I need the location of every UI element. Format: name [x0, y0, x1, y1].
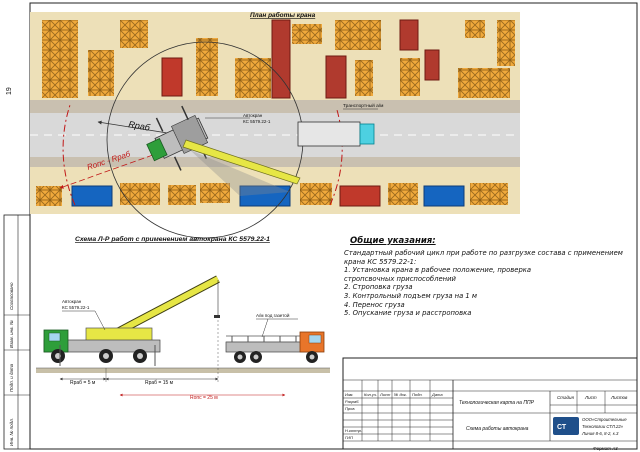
- org-logo: [553, 417, 579, 435]
- stamp-sheets-label: Листов: [610, 395, 628, 400]
- stamp-doc-title: Технологическая карта на ППР: [459, 400, 535, 406]
- dim-3-label: Rопс = 25 м: [190, 395, 218, 401]
- stamp-org-3: Линия 8-6, 8-2, к.3: [581, 431, 619, 436]
- stamp-header-4: № док.: [394, 392, 407, 397]
- stamp-header-5: Подп.: [412, 392, 423, 397]
- stamp-header-6: Дата: [431, 392, 443, 397]
- notes-line-1: 1. Установка крана в рабочее положение, …: [344, 266, 532, 275]
- dim-2-label: Rраб = 15 м: [145, 380, 174, 386]
- scheme-truck-label: А/м под газетой: [256, 312, 290, 318]
- scheme-title: Схема Л-Р работ с применением автокрана …: [75, 235, 270, 243]
- stamp-row-1: Разраб.: [345, 399, 359, 404]
- crane-scheme: Схема Л-Р работ с применением автокрана …: [36, 235, 330, 401]
- dim-1-label: Rраб = 5 м: [70, 380, 96, 386]
- scheme-crane-label-1: Автокран: [62, 299, 82, 304]
- side-stamp-replace: Взам. инв. №: [9, 320, 14, 348]
- stamp-header-3: Лист: [379, 392, 391, 397]
- margin-number: 19: [6, 87, 13, 95]
- notes-line-0: Стандартный рабочий цикл при работе по р…: [344, 249, 623, 266]
- scheme-crane-label-2: КС 5579.22-1: [62, 305, 90, 310]
- stamp-org-2: Технологии СТЛ.22»: [582, 424, 624, 429]
- stamp-sheet-label: Лист: [584, 395, 597, 400]
- notes-heading: Общие указания:: [350, 236, 436, 246]
- notes-line-6: 5. Опускание груза и расстроповка: [344, 309, 472, 318]
- notes-line-3: 2. Строповка груза: [344, 283, 413, 292]
- side-stamp-inventory: Инв. № подл.: [9, 418, 14, 446]
- plan-title: План работы крана: [250, 11, 316, 19]
- side-stamp-sign: Подп. и дата: [9, 363, 14, 392]
- svg-text:СТ: СТ: [557, 424, 567, 431]
- notes-line-5: 4. Перенос груза: [344, 300, 405, 309]
- notes-line-2: стропсвочных приспособлений: [344, 274, 456, 283]
- reach-label: Rраб: [128, 119, 152, 133]
- general-notes: Общие указания: Стандартный рабочий цикл…: [342, 236, 632, 318]
- stamp-format: Формат А3: [593, 446, 618, 451]
- stamp-row-2: Пров.: [345, 406, 356, 411]
- side-stamp: Согласовано Взам. инв. № Подп. и дата Ин…: [3, 214, 31, 450]
- stamp-stage-label: Стадия: [557, 395, 574, 400]
- stamp-org-1: ООО«Строительные: [582, 417, 627, 422]
- stamp-header-2: Кол.уч.: [364, 392, 377, 397]
- stamp-row-5: ГИП: [345, 435, 353, 440]
- plan-crane-label-1: Автокран: [243, 113, 263, 118]
- stamp-row-4: Н.контр.: [345, 428, 362, 433]
- plan-crane-label-2: КС 5579.22-1: [243, 119, 271, 124]
- title-block: Изм. Кол.уч. Лист № док. Подп. Дата Разр…: [342, 357, 638, 451]
- site-plan: Rраб Rопс - Rраб Автокран КС 5579.22-1 Т…: [30, 11, 520, 239]
- plan-truck-label: Транспортный а/м: [343, 102, 383, 109]
- scheme-crane: [43, 275, 220, 366]
- scheme-truck: [225, 331, 325, 363]
- notes-line-4: 3. Контрольный подъем груза на 1 м: [344, 291, 478, 300]
- plan-truck: [297, 121, 375, 147]
- side-stamp-approved: Согласовано: [9, 282, 14, 310]
- stamp-header-1: Изм.: [345, 392, 354, 397]
- stamp-sheet-title: Схема работы автокрана: [466, 426, 529, 432]
